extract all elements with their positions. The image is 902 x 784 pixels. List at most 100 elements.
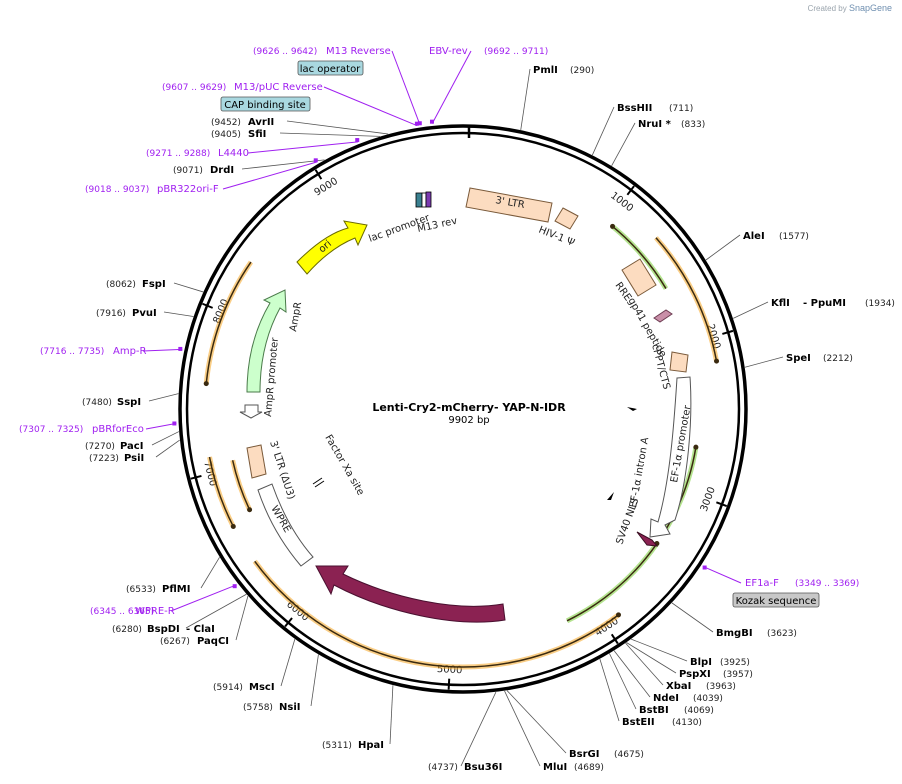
orf-arc-bottom — [254, 560, 619, 668]
primer-leader-3 — [247, 141, 359, 154]
enzyme-bmgbi[interactable]: BmgBI — [716, 628, 753, 639]
primer-pbrforeco[interactable]: pBRforEco — [92, 424, 144, 435]
enzyme-alei[interactable]: AleI — [743, 231, 765, 242]
enzyme-kfli[interactable]: KflI — [771, 298, 790, 309]
enzyme-avrii[interactable]: AvrII — [248, 117, 274, 128]
enzyme-bsu36i[interactable]: Bsu36I — [464, 762, 502, 773]
enzyme-pflmi[interactable]: PflMI — [162, 584, 190, 595]
enzyme-pvui[interactable]: PvuI — [132, 308, 157, 319]
enzyme-leader-19 — [235, 595, 249, 641]
primer-ef1af[interactable]: EF1a-F — [745, 578, 779, 589]
enzyme-extra-4: - PpuMI — [803, 298, 846, 309]
plasmid-name: Lenti-Cry2-mCherry- YAP-N-IDR — [372, 401, 566, 414]
enzyme-leader-8 — [626, 642, 677, 674]
primer-mark-1 — [429, 119, 434, 124]
primer-leader-1 — [431, 50, 472, 124]
feature-cry2phr — [315, 565, 506, 623]
enzyme-pos-6: (3623) — [767, 629, 797, 639]
enzyme-blpi[interactable]: BlpI — [690, 657, 712, 668]
primer-labels: M13 Reverse(9626 .. 9642)EBV-rev(9692 ..… — [19, 46, 859, 617]
cap-mark — [421, 192, 427, 208]
feature-ampr-promoter — [239, 404, 263, 419]
m13-rev-mark — [425, 191, 432, 208]
orf-arc-ef1a-green-head — [693, 444, 699, 450]
feature-wpre — [257, 483, 314, 567]
enzyme-leader-2 — [611, 122, 636, 167]
primer-mark-0 — [417, 121, 422, 126]
primer-wprer[interactable]: WPRE-R — [135, 606, 175, 617]
enzyme-drdi[interactable]: DrdI — [210, 165, 234, 176]
enzyme-paqci[interactable]: PaqCI — [197, 636, 229, 647]
primer-l4440[interactable]: L4440 — [218, 148, 249, 159]
tick-8000 — [202, 302, 214, 309]
enzyme-mlui[interactable]: MluI — [543, 762, 567, 773]
feature-rre — [621, 258, 657, 297]
enzyme-bsteii[interactable]: BstEII — [622, 717, 655, 728]
enzyme-psii[interactable]: PsiI — [124, 453, 144, 464]
tag-lac-operator: lac operator — [300, 64, 361, 75]
enzyme-msci[interactable]: MscI — [249, 682, 275, 693]
enzyme-leader-13 — [506, 690, 567, 754]
primer-ebvrev[interactable]: EBV-rev — [429, 46, 468, 57]
enzyme-leader-28 — [279, 132, 381, 137]
primer-pbr322orif[interactable]: pBR322ori-F — [157, 184, 219, 195]
enzyme-pmli[interactable]: PmlI — [533, 65, 558, 76]
enzyme-bsrgi[interactable]: BsrGI — [569, 749, 599, 760]
enzyme-leader-9 — [625, 642, 664, 686]
feature-sv40-nls-label: SV40 NLS — [614, 497, 641, 546]
enzyme-paci[interactable]: PacI — [120, 441, 143, 452]
feature-ampr-label: AmpR — [288, 301, 304, 332]
enzyme-hpai[interactable]: HpaI — [358, 740, 384, 751]
enzyme-leader-4 — [733, 301, 769, 319]
primer-mark-6 — [172, 421, 177, 426]
enzyme-bstbi[interactable]: BstBI — [639, 705, 669, 716]
orf-arc-left — [205, 261, 252, 384]
enzyme-xbai[interactable]: XbaI — [666, 681, 691, 692]
feature-cppt — [669, 351, 689, 373]
enzyme-pos-1: (711) — [669, 104, 693, 114]
orf-arc-right — [655, 237, 718, 362]
orf-arc-left-lower-2-head — [247, 507, 253, 513]
enzyme-pos-28: (9405) — [211, 130, 241, 140]
enzyme-sspi[interactable]: SspI — [117, 397, 141, 408]
enzyme-spei[interactable]: SpeI — [786, 353, 811, 364]
tag-lac-operator-box — [297, 60, 364, 76]
enzyme-bsshii[interactable]: BssHII — [617, 103, 652, 114]
primer-ampr[interactable]: Amp-R — [113, 346, 147, 357]
enzyme-leader-29 — [286, 120, 389, 135]
enzyme-leader-1 — [592, 106, 615, 156]
tick-7000 — [190, 474, 202, 480]
enzyme-leader-21 — [200, 557, 220, 589]
tick-1000 — [626, 185, 635, 196]
enzyme-leader-6 — [671, 602, 714, 633]
enzyme-fspi[interactable]: FspI — [142, 279, 166, 290]
orf-arc-right-head — [714, 358, 720, 364]
enzyme-nsii[interactable]: NsiI — [279, 702, 300, 713]
feature-ori — [296, 220, 368, 275]
primer-mark-2 — [414, 121, 419, 126]
tick-6000 — [284, 617, 293, 628]
feature-ef1a-promoter — [649, 376, 692, 538]
enzyme-leader-25 — [163, 311, 194, 317]
plasmid-length: 9902 bp — [448, 415, 489, 426]
enzyme-bspdi[interactable]: BspDI — [147, 624, 180, 635]
enzyme-leader-15 — [460, 691, 497, 767]
enzyme-ndei[interactable]: NdeI — [653, 693, 679, 704]
enzyme-nrui[interactable]: NruI * — [638, 119, 672, 130]
primer-pos-1: (9692 .. 9711) — [484, 47, 548, 57]
enzyme-leader-20 — [185, 593, 247, 629]
feature-3ltr-top — [465, 187, 553, 223]
enzyme-pspxi[interactable]: PspXI — [679, 669, 711, 680]
credit-prefix: Created by — [807, 4, 847, 13]
enzyme-sfii[interactable]: SfiI — [248, 129, 266, 140]
enzyme-leader-27 — [241, 159, 325, 170]
enzyme-pos-16: (5311) — [322, 741, 352, 751]
enzyme-pos-13: (4675) — [614, 750, 644, 760]
factorxa-mark2 — [314, 480, 325, 488]
primer-m13reverse[interactable]: M13 Reverse — [326, 46, 391, 57]
orf-arc-left-lower-head — [230, 523, 236, 529]
feature-cppt-label: cPPT/CTS — [649, 343, 672, 391]
orf-arc-lower-green-glow — [565, 542, 659, 624]
primer-m13pucreverse[interactable]: M13/pUC Reverse — [234, 82, 323, 93]
